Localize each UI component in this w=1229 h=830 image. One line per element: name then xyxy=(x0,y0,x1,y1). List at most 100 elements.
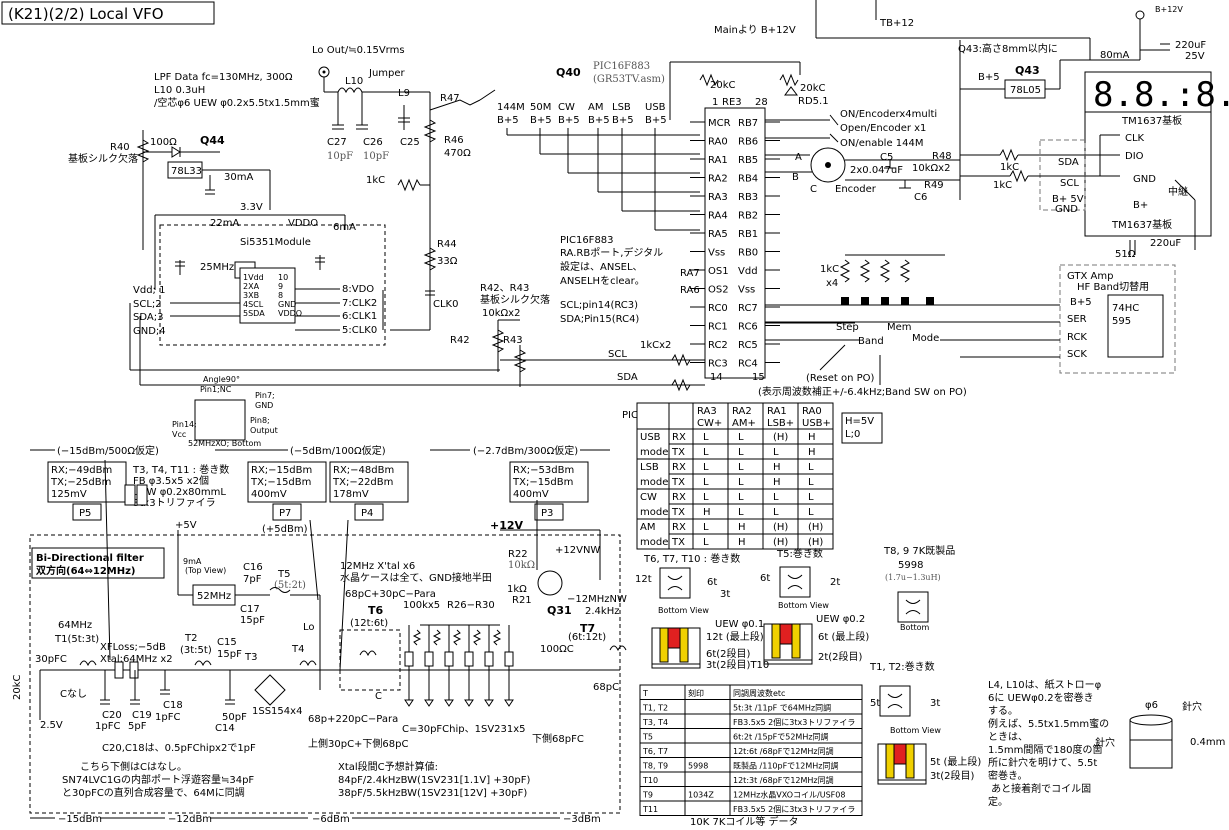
r42-r43-value: 10kΩx2 xyxy=(482,308,520,319)
c047-label: 2x0.047uF xyxy=(850,165,903,176)
r42-r43-note: 基板シルク欠落 xyxy=(480,293,550,306)
pic-table-cell: L xyxy=(703,477,709,488)
xtal12-r26: R26−R30 xyxy=(447,600,495,611)
t6-label: T6 xyxy=(368,604,384,617)
pic-table-cell: (H) xyxy=(808,522,823,533)
xo-angle: Angle90° xyxy=(203,375,240,384)
coil-mid3: 3t(2段目) xyxy=(930,769,975,782)
pic-pin14: 14 xyxy=(710,372,723,383)
page-title: (K21)(2/2) Local VFO xyxy=(8,5,164,23)
pic-table-cell: L xyxy=(738,477,744,488)
pic-pin-rc0: RC0 xyxy=(708,303,728,314)
key-band[interactable]: Band xyxy=(858,336,884,347)
q43-label: Q43 xyxy=(1015,64,1040,77)
pic-pin-mcr: MCR xyxy=(708,118,731,129)
pic-table-cell: L xyxy=(773,492,779,503)
tm-sda-label: SDA xyxy=(1058,157,1079,168)
coil-table-cell: 既製品 /110pFで12MHz同調 xyxy=(733,761,838,771)
key-mem[interactable]: Mem xyxy=(887,322,912,333)
c15-label: C15 xyxy=(217,637,237,648)
coil-table-cell: T10 xyxy=(642,776,658,785)
coil-table-cell: 5998 xyxy=(688,762,708,771)
r100-label: 100Ω xyxy=(150,137,177,148)
gtx-box xyxy=(1059,264,1176,374)
r44-label: R44 xyxy=(437,239,457,250)
keys-r1k-label: 1kC xyxy=(820,264,839,275)
xfl-loss: XFLoss;−5dB xyxy=(100,642,166,653)
pic-pin-rc5: RC5 xyxy=(738,340,758,351)
pic-pin-ra1: RA1 xyxy=(708,155,728,166)
coil-t89: T8, 9 7K既製品 xyxy=(883,544,955,557)
pic-table-cell: L xyxy=(703,492,709,503)
pic-pin-ra2: RA2 xyxy=(708,174,728,185)
amp-nw: −12MHzNW xyxy=(567,594,627,605)
bidir-title: Bi-Directional filter xyxy=(36,553,144,564)
tm-relay-label: 中継 xyxy=(1168,185,1188,198)
level-3: (−2.7dBm/300Ω仮定) xyxy=(473,444,578,457)
coil-table-cell: T8, T9 xyxy=(642,762,668,771)
r20k-label: 20kC xyxy=(710,80,736,91)
pic-pin-rb5: RB5 xyxy=(738,155,758,166)
probe-p5-box xyxy=(47,461,127,503)
pic-pin-rb0: RB0 xyxy=(738,248,758,259)
coil-table-cell: 同調周波数etc xyxy=(733,688,785,698)
r44-value: 33Ω xyxy=(437,256,458,267)
enc-c-pin: C xyxy=(810,184,817,195)
coil-04mm: 0.4mm xyxy=(1190,737,1225,748)
jumper-label: Jumper xyxy=(368,68,406,79)
tm1637-title2: TM1637基板 xyxy=(1111,218,1172,231)
r22-label: R22 xyxy=(508,549,528,560)
pic-table-cell: mode xyxy=(640,447,668,458)
gtx-b5: B+5 xyxy=(1070,297,1092,308)
xtal-row xyxy=(404,625,514,707)
scl-bus-label: SCL xyxy=(608,349,627,360)
si-gnd-pin: GND;4 xyxy=(133,326,166,337)
probe-p7-box xyxy=(247,461,327,503)
tm1637-board xyxy=(1084,111,1212,237)
keys-reset-note: (Reset on PO) xyxy=(806,373,875,384)
amp-p12: +12V xyxy=(490,519,524,532)
c18-value: 1pFC xyxy=(155,712,180,723)
tm-b5v-label: B+ 5V xyxy=(1052,194,1084,205)
l10-coil xyxy=(337,87,363,94)
coil-diagrams xyxy=(651,566,929,785)
coil-t89-part: 5998 xyxy=(898,560,923,571)
coil-top12: 12t (最上段) xyxy=(706,630,764,643)
key-mode[interactable]: Mode xyxy=(912,333,939,344)
c17-value: 15pF xyxy=(240,615,265,626)
c27-value: 10pF xyxy=(327,151,353,162)
coil-5t: 5t xyxy=(870,698,880,709)
c6-label: C6 xyxy=(914,192,927,203)
tm-gnd-label: GND xyxy=(1055,204,1078,215)
c18-note: C20,C18は、0.5pFChipx2で1pF xyxy=(102,742,256,754)
xtal12-est: Xtal段間C予想計算値: xyxy=(338,760,438,773)
pic-pin-rc6: RC6 xyxy=(738,322,758,333)
coil-3t-b: 3t xyxy=(930,698,940,709)
pic-pin-rc3: RC3 xyxy=(708,359,728,370)
c16-value: 7pF xyxy=(243,574,262,585)
enc-a-pin: A xyxy=(795,152,802,163)
filter-board-outline xyxy=(29,534,621,814)
bidir-box xyxy=(31,547,165,579)
coil-t12: T1, T2:巻き数 xyxy=(869,660,935,673)
bot-level-3: −6dBm xyxy=(312,814,350,825)
pic-table-cell: H xyxy=(703,507,711,518)
key-step[interactable]: Step xyxy=(836,322,859,333)
pic-pin-rb4: RB4 xyxy=(738,174,758,185)
coil-table-cell: T9 xyxy=(642,791,653,800)
coil-table-cell: T1, T2 xyxy=(642,704,668,713)
pic-pins: MCRRA0RA1RA2RA3RA4RA5VssOS1OS2RC0RC1RC2R… xyxy=(690,118,780,370)
pic-pin-ra4: RA4 xyxy=(708,211,728,222)
gtx-title1: GTX Amp xyxy=(1067,271,1113,282)
q44-label: Q44 xyxy=(200,134,225,147)
